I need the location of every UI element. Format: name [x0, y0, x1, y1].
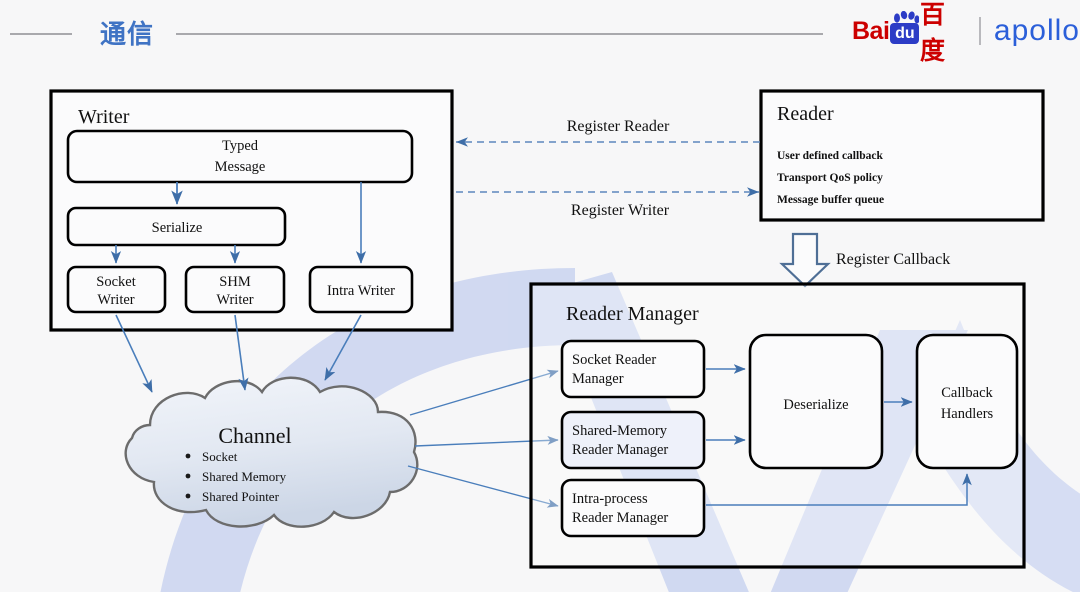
edge-intra-process-rm-to-callback-handlers	[706, 473, 972, 506]
reader-container	[759, 89, 1045, 222]
reader-line-3: Message buffer queue	[777, 194, 884, 206]
channel-bullet-dot-1	[185, 453, 191, 459]
reader-group: Reader User defined callback Transport Q…	[759, 89, 1045, 222]
reader-manager-group: Reader Manager Socket Reader Manager Sha…	[529, 282, 1026, 569]
edge-channel-to-intra-process-reader-manager	[407, 465, 559, 508]
node-shm-writer-line1: SHM	[219, 274, 251, 290]
node-socket-writer-line1: Socket	[96, 274, 135, 290]
writer-group: Writer Typed Message Serialize Socket Wr…	[49, 89, 454, 332]
edge-intra-writer-to-channel	[324, 314, 362, 381]
node-socket-reader-manager-line2: Manager	[572, 371, 624, 387]
reader-line-1: User defined callback	[777, 150, 883, 162]
edge-socket-writer-to-channel	[115, 314, 153, 393]
edge-register-callback-label: Register Callback	[836, 251, 950, 268]
page-title: 通信	[100, 19, 155, 49]
edge-register-writer-label: Register Writer	[571, 202, 670, 219]
edge-register-reader-label: Register Reader	[567, 118, 670, 135]
slide-header: 通信 Bai du 百度 apollo	[0, 0, 1080, 68]
node-callback-handlers[interactable]	[915, 333, 1019, 470]
writer-heading: Writer	[78, 106, 130, 128]
node-intra-process-reader-manager-line1: Intra-process	[572, 491, 648, 507]
baidu-du-text: du	[890, 23, 920, 44]
channel-bullet-2: Shared Memory	[202, 469, 287, 484]
node-socket-reader-manager-line1: Socket Reader	[572, 352, 656, 368]
node-deserialize-label: Deserialize	[783, 397, 848, 413]
reader-manager-heading: Reader Manager	[566, 303, 699, 325]
node-socket-writer-line2: Writer	[97, 292, 134, 308]
node-shared-memory-reader-manager[interactable]	[560, 410, 706, 470]
header-rule-right	[176, 33, 823, 35]
logo-divider	[979, 17, 981, 45]
edge-shm-writer-to-channel	[234, 314, 249, 391]
node-socket-reader-manager[interactable]	[560, 339, 706, 399]
register-edges: Register Reader Register Writer	[456, 118, 760, 219]
reader-heading: Reader	[777, 103, 834, 125]
register-callback-group: Register Callback	[779, 232, 950, 288]
down-block-arrow-icon	[779, 232, 831, 288]
channel-cloud-group[interactable]: Channel Socket Shared Memory Shared Poin…	[124, 376, 419, 528]
node-typed-message[interactable]	[66, 129, 414, 184]
node-typed-message-line1: Typed	[222, 138, 259, 154]
node-shared-memory-reader-manager-line2: Reader Manager	[572, 442, 668, 458]
node-socket-writer[interactable]	[66, 265, 167, 314]
edge-channel-to-shared-memory-reader-manager	[414, 435, 559, 447]
node-deserialize[interactable]	[748, 333, 884, 470]
node-intra-writer[interactable]	[308, 265, 414, 314]
edge-channel-to-socket-reader-manager	[409, 369, 559, 416]
channel-cloud-shape	[124, 376, 419, 528]
baidu-chinese-text: 百度	[920, 1, 946, 65]
node-typed-message-line2: Message	[215, 159, 266, 175]
node-callback-handlers-line2: Handlers	[941, 406, 994, 422]
node-serialize-label: Serialize	[152, 220, 203, 236]
apollo-wordmark: apollo	[993, 14, 1080, 47]
reader-line-2: Transport QoS policy	[777, 172, 883, 184]
channel-to-reader-manager-edges	[407, 369, 559, 508]
channel-bullet-1: Socket	[202, 449, 238, 464]
header-rule-left	[10, 33, 72, 35]
node-shm-writer[interactable]	[184, 265, 286, 314]
writer-to-channel-edges	[115, 314, 362, 393]
node-callback-handlers-line1: Callback	[941, 385, 993, 401]
node-intra-process-reader-manager-line2: Reader Manager	[572, 510, 668, 526]
node-shared-memory-reader-manager-line1: Shared-Memory	[572, 423, 668, 439]
channel-bullet-dot-2	[185, 473, 191, 479]
node-shm-writer-line2: Writer	[216, 292, 253, 308]
channel-title: Channel	[218, 423, 291, 448]
node-intra-process-reader-manager[interactable]	[560, 478, 706, 538]
baidu-apollo-logo: Bai du 百度 apollo	[852, 1, 1080, 65]
paw-icon	[894, 11, 920, 24]
channel-bullet-3: Shared Pointer	[202, 489, 280, 504]
baidu-latin-text: Bai	[852, 16, 890, 45]
node-serialize[interactable]	[66, 206, 287, 247]
baidu-du-mark: du	[890, 11, 920, 44]
channel-bullet-dot-3	[185, 493, 191, 499]
node-intra-writer-label: Intra Writer	[327, 283, 395, 299]
